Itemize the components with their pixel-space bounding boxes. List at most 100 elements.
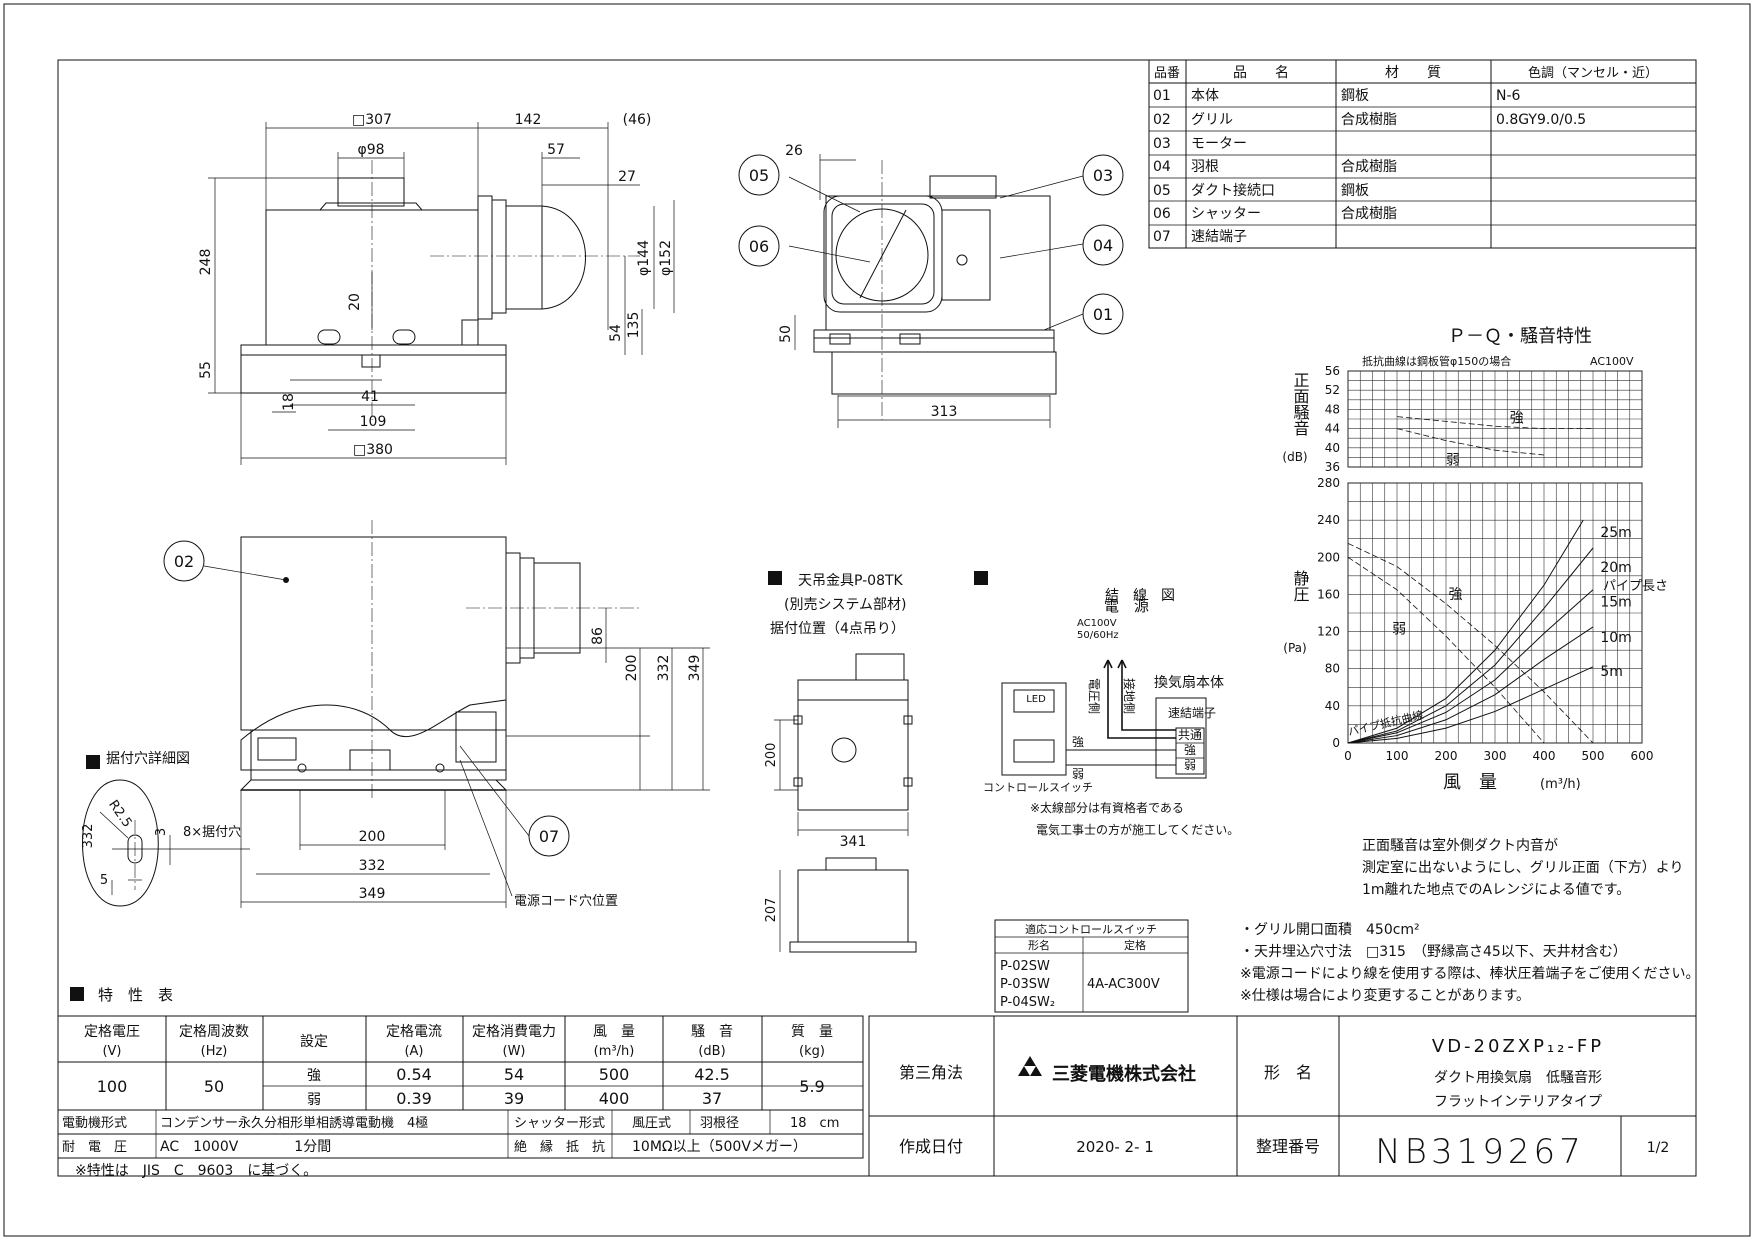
parts-cell-r0-c0: 01 bbox=[1153, 88, 1171, 104]
pq-condition: 抵抗曲線は鋼板管φ150の場合 bbox=[1362, 354, 1511, 368]
model-label: 形 名 bbox=[1264, 1063, 1312, 1082]
dim-r25: R2.5 bbox=[105, 798, 134, 831]
press-yunit: (Pa) bbox=[1283, 641, 1306, 655]
pipe-title: パイプ長さ bbox=[1603, 579, 1668, 594]
shutter-value: 風圧式 bbox=[632, 1116, 671, 1131]
pressure-tick-200: 200 bbox=[1317, 550, 1340, 564]
wiring-terminal-label: 速結端子 bbox=[1168, 706, 1216, 720]
cord-hole-label: 電源コード穴位置 bbox=[514, 894, 618, 909]
spec-header-unit-0: (V) bbox=[102, 1044, 121, 1059]
parts-cell-r3-c1: 羽根 bbox=[1191, 159, 1219, 175]
dim-200-h: 200 bbox=[359, 829, 386, 845]
switch-col-rating: 定格 bbox=[1124, 938, 1146, 952]
wiring-power: 電 源 bbox=[1104, 597, 1149, 615]
blade-value: 18 cm bbox=[790, 1116, 839, 1131]
noise-tick-36: 36 bbox=[1325, 460, 1340, 474]
spec-header-0: 定格電圧 bbox=[84, 1024, 140, 1040]
spec-header-5: 風 量 bbox=[593, 1024, 635, 1040]
dim-55: 55 bbox=[198, 361, 214, 379]
pressure-tick-0: 0 bbox=[1332, 736, 1340, 750]
spec-row1-col3: 400 bbox=[599, 1089, 630, 1108]
wire-weak: 弱 bbox=[1072, 767, 1084, 781]
dim-248: 248 bbox=[198, 249, 214, 276]
pipe-length-10m: 10m bbox=[1600, 630, 1631, 646]
switch-model-3: P-04SW₂ bbox=[1000, 995, 1055, 1010]
mount-hole-detail: 据付穴詳細図 R2.5 332 3 5 8×据付穴 bbox=[81, 751, 250, 907]
control-switch-label: コントロールスイッチ bbox=[983, 781, 1093, 794]
dim-380: □380 bbox=[353, 442, 393, 458]
dim-41: 41 bbox=[361, 389, 379, 405]
note-4: ※仕様は場合により変更することがあります。 bbox=[1240, 987, 1530, 1004]
x-tick-500: 500 bbox=[1582, 749, 1605, 763]
x-tick-100: 100 bbox=[1386, 749, 1409, 763]
top-view-dims: □307 142 (46) φ98 57 27 248 φ144 φ152 20… bbox=[198, 112, 674, 458]
spec-header-6: 騒 音 bbox=[691, 1023, 733, 1040]
sheet-frame bbox=[57, 59, 1697, 1177]
dim-hanger-207: 207 bbox=[764, 898, 779, 923]
pipe-length-5m: 5m bbox=[1600, 664, 1623, 680]
pressure-tick-40: 40 bbox=[1325, 699, 1340, 713]
withstand-label: 耐 電 圧 bbox=[62, 1140, 127, 1155]
parts-cell-r0-c2: 鋼板 bbox=[1341, 88, 1369, 104]
parts-cell-r0-c1: 本体 bbox=[1191, 88, 1219, 104]
terminal-strong: 強 bbox=[1184, 743, 1196, 757]
noise-tick-56: 56 bbox=[1325, 364, 1340, 378]
switch-table: 適応コントロールスイッチ 形名 定格 P-02SW P-03SW P-04SW₂… bbox=[994, 919, 1189, 1013]
parts-cell-r3-c0: 04 bbox=[1153, 159, 1171, 175]
parts-cell-r1-c2: 合成樹脂 bbox=[1341, 112, 1397, 128]
x-tick-600: 600 bbox=[1631, 749, 1654, 763]
x-tick-200: 200 bbox=[1435, 749, 1458, 763]
noise-yunit: (dB) bbox=[1282, 450, 1307, 464]
parts-cell-r0-c3: N-6 bbox=[1496, 88, 1521, 104]
wiring-note1: ※太線部分は有資格者である bbox=[1030, 800, 1184, 815]
spec-row1-col0: 弱 bbox=[307, 1092, 321, 1108]
withstand-value: AC 1000V 1分間 bbox=[160, 1139, 331, 1155]
dim-5: 5 bbox=[100, 873, 108, 888]
dim-109: 109 bbox=[360, 414, 387, 430]
wiring-volt-side: 電圧側 bbox=[1087, 678, 1101, 714]
note-1: ・グリル開口面積 450cm² bbox=[1240, 922, 1420, 938]
dim-26: 26 bbox=[785, 143, 803, 159]
page-number: 1/2 bbox=[1647, 1140, 1670, 1156]
wiring-power-spec2: 50/60Hz bbox=[1077, 630, 1119, 641]
pressure-tick-160: 160 bbox=[1317, 587, 1340, 601]
parts-cell-r5-c1: シャッター bbox=[1191, 206, 1261, 222]
dim-phi152: φ152 bbox=[658, 240, 674, 276]
pressure-tick-280: 280 bbox=[1317, 476, 1340, 490]
pipe-curve-15m bbox=[1347, 589, 1594, 744]
spec-header-unit-3: (A) bbox=[404, 1044, 423, 1059]
note-2: ・天井埋込穴寸法 □315 （野縁高さ45以下、天井材含む） bbox=[1240, 943, 1627, 960]
dim-54: 54 bbox=[608, 324, 624, 342]
insulation-value: 10MΩ以上（500Vメガー） bbox=[632, 1139, 807, 1155]
dim-135: 135 bbox=[626, 312, 642, 339]
spec-header-1: 定格周波数 bbox=[179, 1024, 249, 1040]
pq-xunit: (m³/h) bbox=[1540, 777, 1581, 792]
spec-row0-col4: 42.5 bbox=[694, 1065, 730, 1084]
pq-power: AC100V bbox=[1590, 355, 1634, 368]
parts-cell-r4-c1: ダクト接続口 bbox=[1191, 182, 1275, 199]
dim-20: 20 bbox=[347, 293, 363, 311]
parts-cell-r2-c1: モーター bbox=[1191, 136, 1247, 152]
blade-label: 羽根径 bbox=[700, 1116, 739, 1131]
noise-label-strong: 強 bbox=[1510, 410, 1524, 426]
parts-header-color: 色調（マンセル・近） bbox=[1528, 65, 1658, 81]
dim-307: □307 bbox=[352, 112, 392, 128]
spec-row0-col3: 500 bbox=[599, 1065, 630, 1084]
noise-tick-44: 44 bbox=[1325, 422, 1340, 436]
pipe-curve-5m bbox=[1347, 666, 1594, 744]
title-block: 第三角法 三菱電機株式会社 形 名 VD-20ZXP₁₂-FP ダクト用換気扇 … bbox=[868, 1015, 1697, 1177]
front-view-drawing bbox=[163, 520, 710, 908]
chart-grid bbox=[1347, 370, 1643, 744]
switch-rating: 4A-AC300V bbox=[1087, 977, 1160, 992]
dim-142: 142 bbox=[515, 112, 542, 128]
pressure-tick-120: 120 bbox=[1317, 625, 1340, 639]
company-logo bbox=[1018, 1056, 1042, 1076]
dim-200-v: 200 bbox=[624, 655, 640, 682]
dim-phi144: φ144 bbox=[636, 240, 652, 276]
noise-ylabel: 正面騒音 bbox=[1291, 372, 1310, 436]
top-view-drawing bbox=[208, 122, 675, 465]
pq-note2: 測定室に出ないようにし、グリル正面（下方）より bbox=[1362, 859, 1683, 876]
pressure-label-strong: 強 bbox=[1448, 587, 1462, 603]
